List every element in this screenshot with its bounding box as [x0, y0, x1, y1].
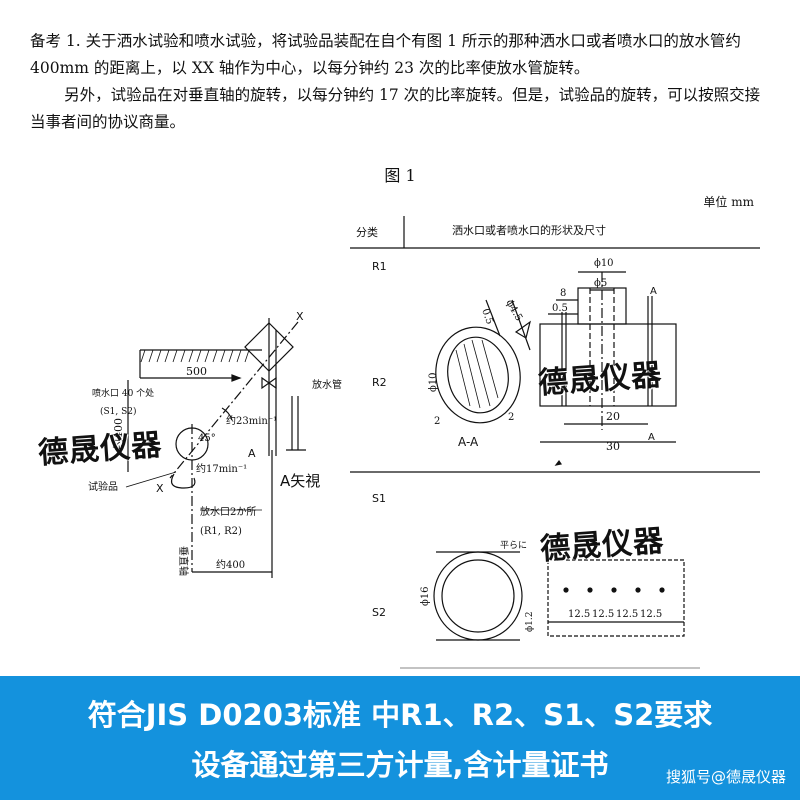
spray-pipe-drawing: ϕ16 ϕ1.2 平らに 12.5 12.5 12.5 12.5 [420, 540, 685, 641]
label-outlet: 放水口2か所 [200, 505, 256, 518]
notes: 备考 1. 关于洒水试验和喷水试验，将试验品装配在自个有图 1 所示的那种洒水口… [30, 28, 770, 136]
note-paragraph-2: 另外，试验品在对垂直轴的旋转，以每分钟约 17 次的比率旋转。但是，试验品的旋转… [30, 86, 761, 131]
dim-2-left: 2 [434, 416, 440, 427]
angle-45: 45° [198, 433, 216, 444]
figure-drawing: 500 约400 X X 放水管 45° 约23min⁻¹ 约17min⁻¹ A… [88, 216, 760, 669]
rate-17: 约17min⁻¹ [196, 462, 247, 475]
pitch-2: 12.5 [592, 609, 614, 620]
figure-title: 图 1 [384, 166, 416, 185]
label-a-view: A矢視 [280, 472, 320, 490]
row-r1: R1 [372, 260, 387, 273]
label-specimen: 试验品 [88, 480, 118, 493]
outlet-section-drawing: 0.5 ϕ4.5 ϕ10 A-A 2 2 [428, 298, 531, 449]
promo-banner: 符合JIS D0203标准 中R1、R2、S1、S2要求 设备通过第三方计量,含… [0, 676, 800, 800]
rate-23: 约23min⁻¹ [226, 414, 277, 427]
dim-phi-10: ϕ10 [594, 258, 614, 269]
outlet-block-drawing: ϕ10 ϕ5 8 0.5 A A 20 30 [539, 258, 677, 466]
source-credit: 搜狐号@德晟仪器 [665, 768, 786, 786]
dim-8: 8 [560, 288, 566, 299]
dim-30: 30 [606, 440, 620, 453]
label-discharge-pipe: 放水管 [312, 378, 342, 391]
dim-500: 500 [186, 365, 207, 378]
pitch-3: 12.5 [616, 609, 638, 620]
watermark-logo: 德晟仪器 [539, 523, 666, 568]
axis-x-bottom: X [156, 482, 164, 495]
dim-400-bottom: 约400 [216, 558, 245, 571]
dim-0-5-block: 0.5 [552, 303, 568, 314]
pitch-4: 12.5 [640, 609, 662, 620]
note-flat: 平らに [500, 540, 527, 551]
section-label: A-A [458, 435, 479, 449]
dim-0-5: 0.5 [479, 307, 495, 326]
dim-phi-1-2: ϕ1.2 [525, 612, 535, 632]
table-header-shape: 洒水口或者喷水口的形状及尺寸 [452, 223, 606, 237]
note-paragraph-1: 备考 1. 关于洒水试验和喷水试验，将试验品装配在自个有图 1 所示的那种洒水口… [30, 32, 741, 77]
dim-phi-5: ϕ5 [594, 278, 607, 289]
axis-a: A [248, 447, 256, 460]
row-r2: R2 [372, 376, 387, 389]
dim-phi-4-5: ϕ4.5 [503, 298, 524, 323]
dim-2-right: 2 [508, 412, 514, 423]
watermark-logo: 德晟仪器 [537, 357, 664, 402]
label-nozzle-sub: (S1, S2) [100, 406, 137, 417]
label-nozzle-count: 喷水口 40 个处 [92, 387, 154, 399]
dim-phi-10-section: ϕ10 [428, 372, 439, 392]
right-shape-table: 分类 洒水口或者喷水口的形状及尺寸 R1 R2 S1 S2 [350, 216, 760, 669]
dim-20: 20 [606, 410, 620, 423]
label-vertical-axis: 垂直轴 [177, 546, 190, 576]
dim-400-vertical: 约400 [112, 418, 125, 450]
section-mark-a-bottom: A [648, 432, 655, 443]
table-header-class: 分类 [356, 225, 378, 239]
banner-line-2: 设备通过第三方计量,含计量证书 [191, 748, 609, 782]
unit-label: 单位 mm [703, 195, 754, 209]
watermark-logo: 德晟仪器 [37, 427, 164, 472]
label-outlet-sub: (R1, R2) [200, 526, 242, 537]
axis-x-top: X [296, 310, 304, 323]
row-s1: S1 [372, 492, 386, 505]
banner-line-1: 符合JIS D0203标准 中R1、R2、S1、S2要求 [87, 698, 713, 732]
row-s2: S2 [372, 606, 386, 619]
dim-phi-16: ϕ16 [420, 586, 431, 606]
pitch-1: 12.5 [568, 609, 590, 620]
left-test-rig-drawing: 500 约400 X X 放水管 45° 约23min⁻¹ 约17min⁻¹ A… [88, 310, 342, 578]
section-mark-a-top: A [650, 286, 657, 297]
